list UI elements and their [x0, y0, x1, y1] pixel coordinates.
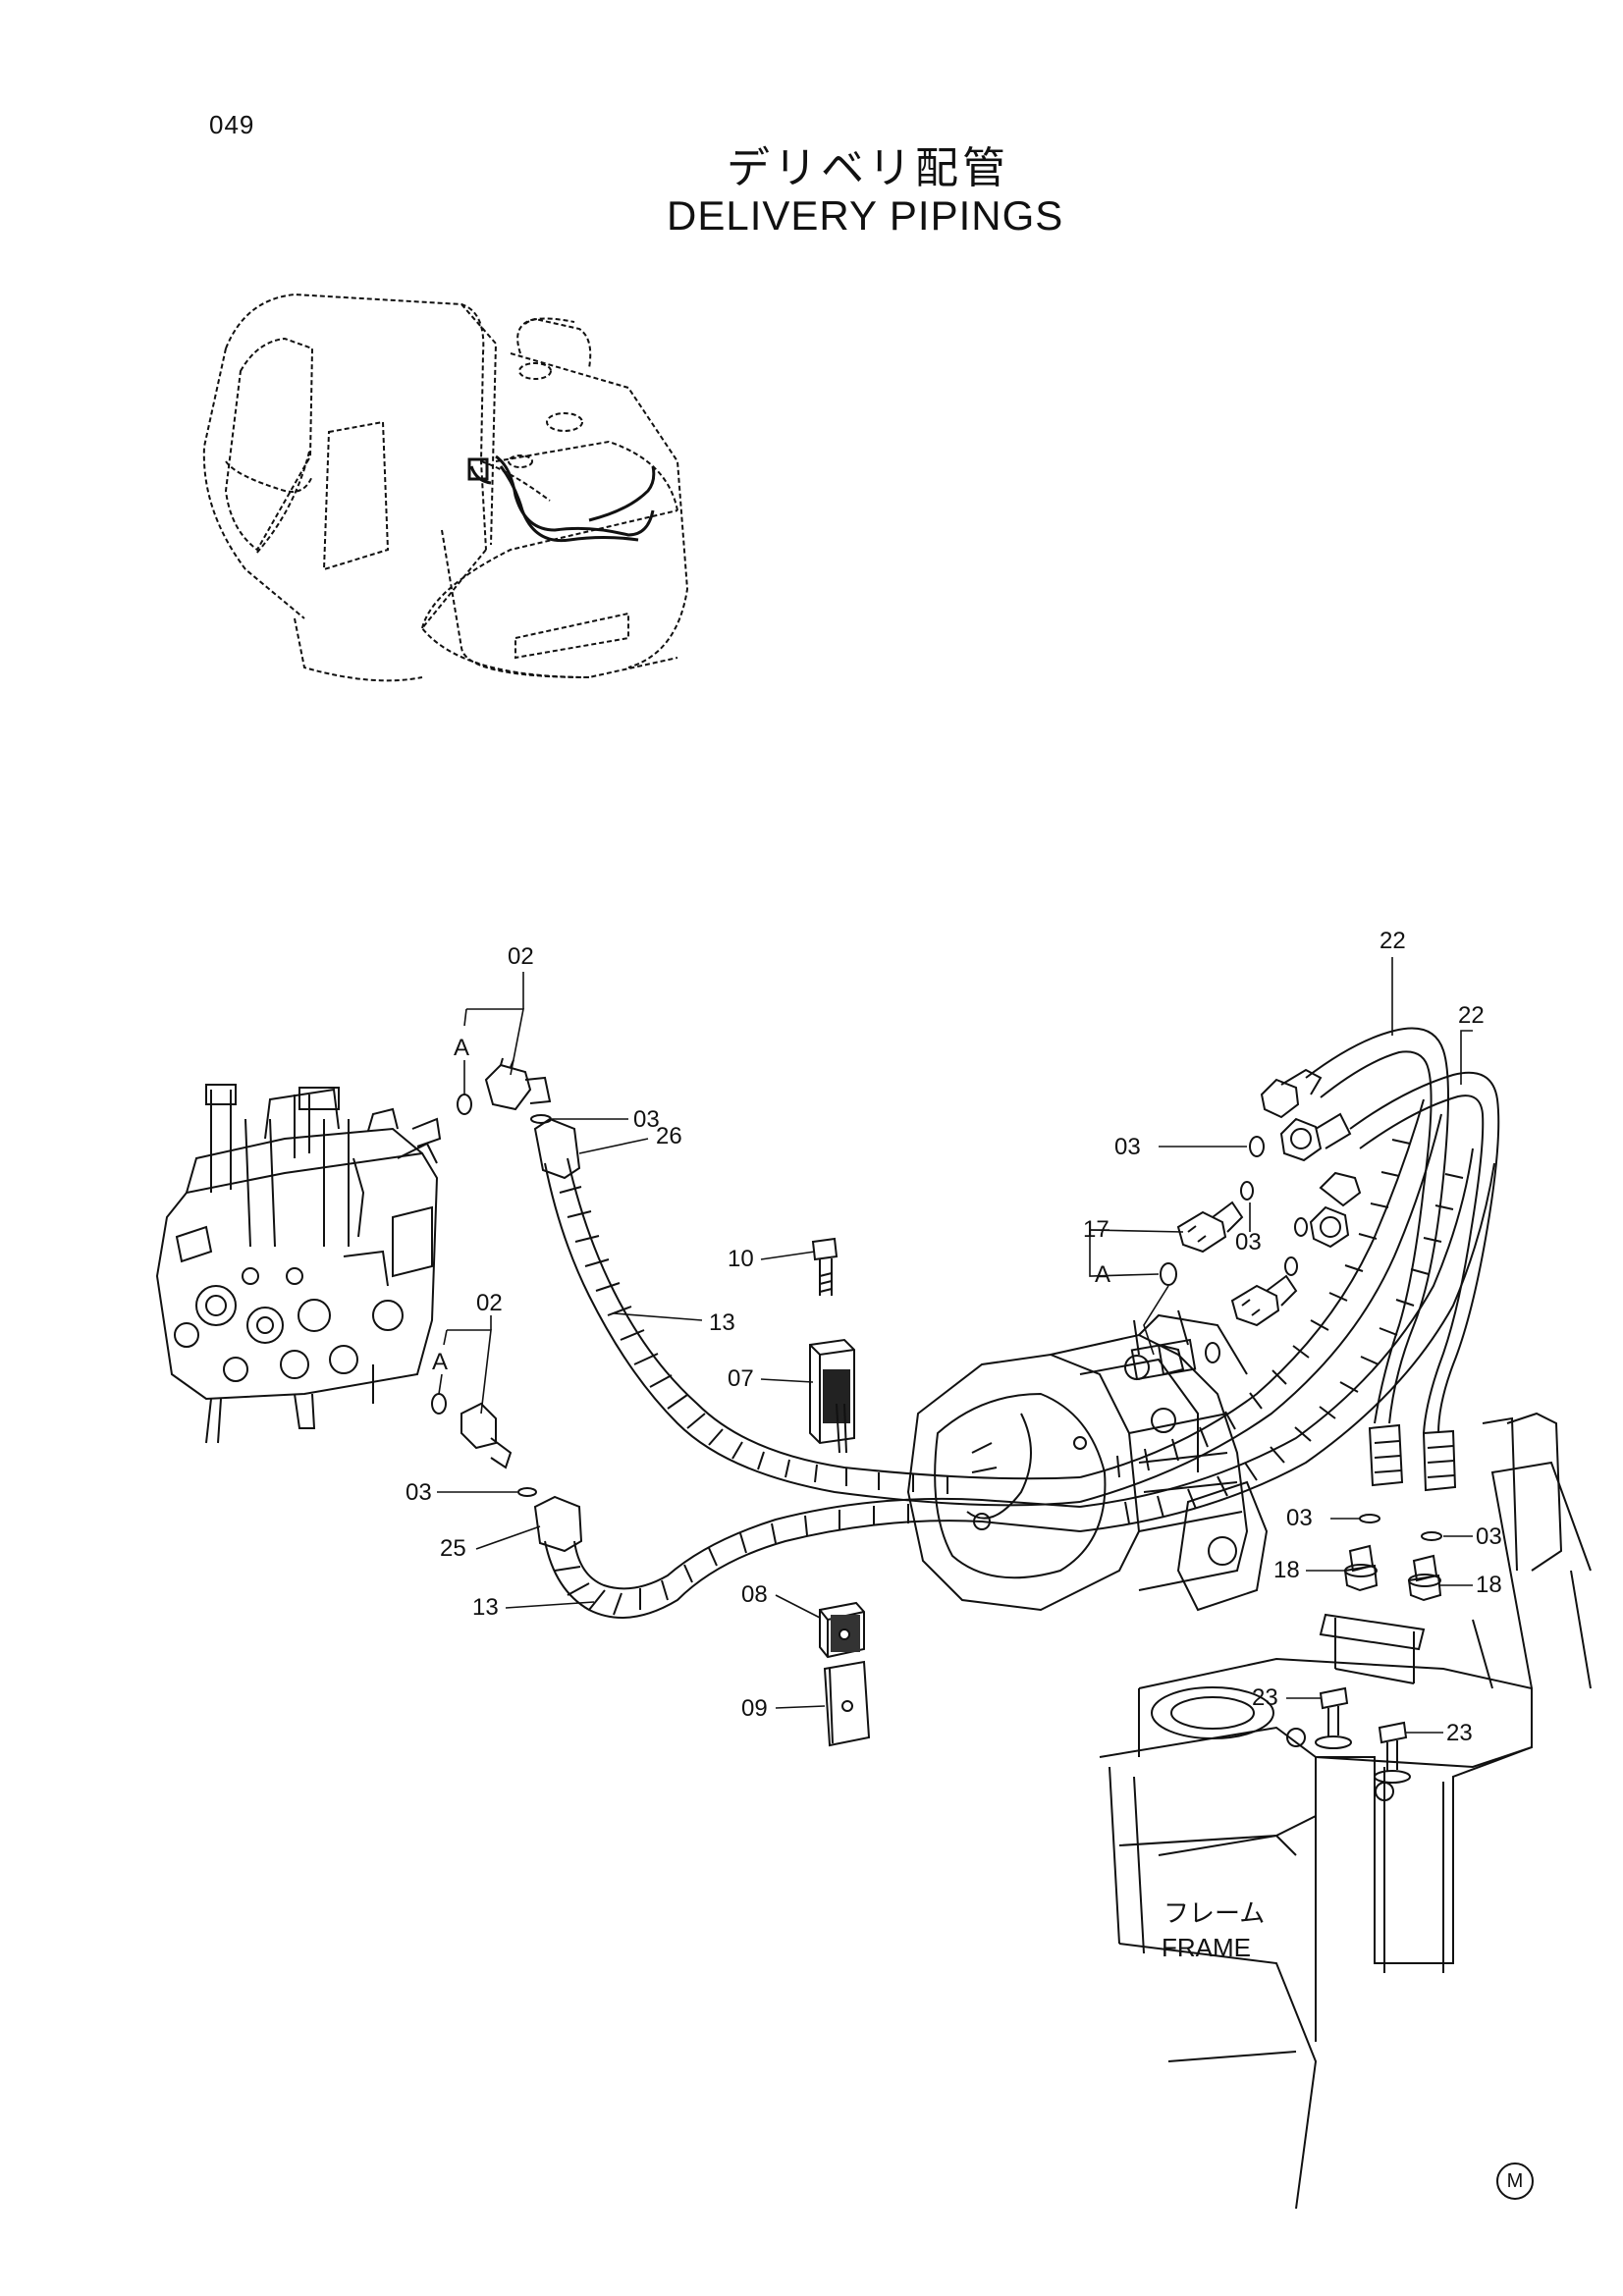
callout-17: 17 — [1083, 1216, 1109, 1243]
callout-13: 13 — [472, 1594, 499, 1621]
callout-23: 23 — [1446, 1720, 1473, 1746]
callout-10: 10 — [728, 1246, 754, 1272]
callout-03: 03 — [633, 1106, 660, 1133]
hose-end-fittings-upper — [1260, 1068, 1362, 1249]
o-ring — [1359, 1514, 1380, 1523]
bolt-10 — [811, 1237, 839, 1296]
excavator-overview — [202, 293, 689, 682]
callout-A: A — [432, 1349, 448, 1375]
callout-22: 22 — [1458, 1002, 1485, 1029]
plate-09 — [823, 1660, 871, 1747]
callout-labels: 02 A 03 26 10 13 07 02 A 03 25 13 08 09 … — [406, 928, 1502, 1962]
clamp-07 — [809, 1338, 855, 1454]
frame-structure — [1099, 1412, 1592, 2210]
excavator-highlighted-hoses — [467, 454, 656, 543]
callout-23: 23 — [1252, 1684, 1278, 1711]
callout-03: 03 — [1286, 1505, 1313, 1531]
callout-13: 13 — [709, 1309, 735, 1336]
corner-mark: M — [1496, 2163, 1534, 2200]
adapter-fitting-17-upper — [1176, 1201, 1244, 1254]
hoses-spiral-guard — [1079, 1098, 1495, 1532]
o-ring — [1240, 1181, 1254, 1201]
hydraulic-pump — [906, 1309, 1269, 1612]
o-ring — [1249, 1136, 1265, 1157]
page-title-english: DELIVERY PIPINGS — [667, 192, 1064, 239]
adapter-18-right — [1407, 1554, 1442, 1602]
o-ring — [530, 1114, 552, 1124]
callout-A: A — [1095, 1261, 1110, 1288]
mounting-plate — [1319, 1613, 1426, 1684]
page-number: 049 — [209, 110, 255, 139]
callout-18: 18 — [1476, 1572, 1502, 1598]
callout-02: 02 — [476, 1290, 503, 1316]
callout-09: 09 — [741, 1695, 768, 1722]
callout-03: 03 — [1476, 1523, 1502, 1550]
leader-lines — [437, 957, 1473, 1734]
hose-26 — [533, 1117, 1081, 1507]
callout-03: 03 — [406, 1479, 432, 1506]
callout-26: 26 — [656, 1123, 682, 1149]
bolts-23 — [1315, 1686, 1411, 1784]
callout-03: 03 — [1114, 1134, 1141, 1160]
elbow-fitting-upper — [457, 1057, 552, 1115]
clamp-08 — [819, 1601, 865, 1659]
o-ring — [1205, 1342, 1220, 1363]
control-valve — [155, 1084, 442, 1444]
page-title-japanese: デリベリ配管 — [727, 143, 1009, 193]
o-ring — [1160, 1262, 1177, 1286]
hoses-22 — [1305, 1027, 1500, 1492]
callout-25: 25 — [440, 1535, 466, 1562]
adapter-18-left — [1343, 1544, 1379, 1592]
frame-label-english: FRAME — [1162, 1933, 1251, 1962]
o-ring — [1421, 1531, 1442, 1541]
o-ring — [1284, 1256, 1298, 1276]
o-ring — [1294, 1217, 1308, 1237]
frame-label-japanese: フレーム — [1163, 1899, 1265, 1929]
elbow-fitting-lower — [431, 1393, 513, 1469]
callout-A: A — [454, 1035, 469, 1061]
adapter-fitting-17-lower — [1230, 1274, 1298, 1327]
callout-03: 03 — [1235, 1229, 1262, 1255]
o-ring — [517, 1487, 537, 1497]
callout-18: 18 — [1273, 1557, 1300, 1583]
callout-02: 02 — [508, 943, 534, 970]
callout-07: 07 — [728, 1365, 754, 1392]
callout-08: 08 — [741, 1581, 768, 1608]
callout-22: 22 — [1380, 928, 1406, 954]
